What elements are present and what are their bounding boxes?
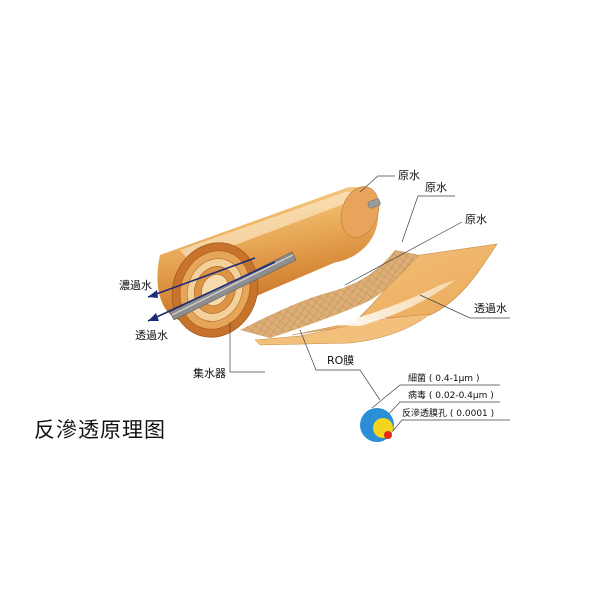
label-collector: 集水器	[193, 367, 226, 380]
membrane-pore-circle	[384, 431, 392, 439]
leader-raw-1	[359, 175, 395, 193]
size-label-bacteria-range: 0.4-1μm	[435, 374, 474, 384]
leader-raw-3	[344, 221, 463, 286]
size-label-pore-range: 0.0001	[456, 409, 488, 419]
label-concentrate: 濃過水	[119, 279, 152, 292]
size-label-virus-range: 0.02-0.4μm	[435, 391, 488, 401]
size-label-bacteria-name: 細菌	[408, 374, 427, 384]
label-permeate-right: 透過水	[474, 302, 507, 315]
leader-collector	[229, 322, 265, 373]
membrane-sheet-lower	[254, 313, 431, 346]
leader-raw-2	[401, 195, 455, 243]
leader-permeate-right	[419, 294, 510, 319]
size-label-bacteria: 細菌 ( 0.4-1μm )	[408, 374, 479, 384]
permeate-arrowhead	[148, 313, 159, 321]
leader-bacteria	[371, 384, 500, 409]
size-label-virus-close: )	[490, 391, 494, 401]
label-raw-water-1: 原水	[398, 169, 420, 182]
collector-pipe-shine	[171, 254, 294, 316]
label-ro-membrane: RO膜	[327, 354, 355, 367]
size-label-pore-open: (	[449, 409, 454, 419]
concentrate-arrow-line	[147, 257, 256, 298]
label-raw-water-3: 原水	[465, 213, 487, 226]
diagram-title: 反滲透原理图	[34, 418, 166, 442]
leader-ro-membrane	[299, 329, 381, 401]
size-label-pore: 反滲透膜孔 ( 0.0001 )	[402, 409, 494, 419]
cylinder-back-cap	[340, 186, 380, 238]
size-label-bacteria-close: )	[475, 374, 480, 384]
size-label-virus-open: (	[428, 391, 433, 401]
permeate-carrier-band	[330, 280, 455, 326]
size-label-pore-name: 反滲透膜孔	[402, 409, 448, 419]
size-label-pore-close: )	[490, 409, 495, 419]
permeate-arrow-line	[147, 261, 276, 322]
size-label-virus-name: 病毒	[408, 391, 427, 401]
label-raw-water-2: 原水	[425, 181, 447, 194]
size-label-virus: 病毒 ( 0.02-0.4μm )	[408, 391, 494, 401]
concentrate-arrowhead	[148, 290, 158, 298]
size-label-bacteria-open: (	[428, 374, 433, 384]
back-nozzle	[367, 198, 381, 209]
leader-virus	[384, 401, 500, 419]
mesh-spacer	[240, 250, 420, 338]
leader-pore	[391, 419, 510, 433]
label-permeate-left: 透過水	[135, 329, 168, 342]
